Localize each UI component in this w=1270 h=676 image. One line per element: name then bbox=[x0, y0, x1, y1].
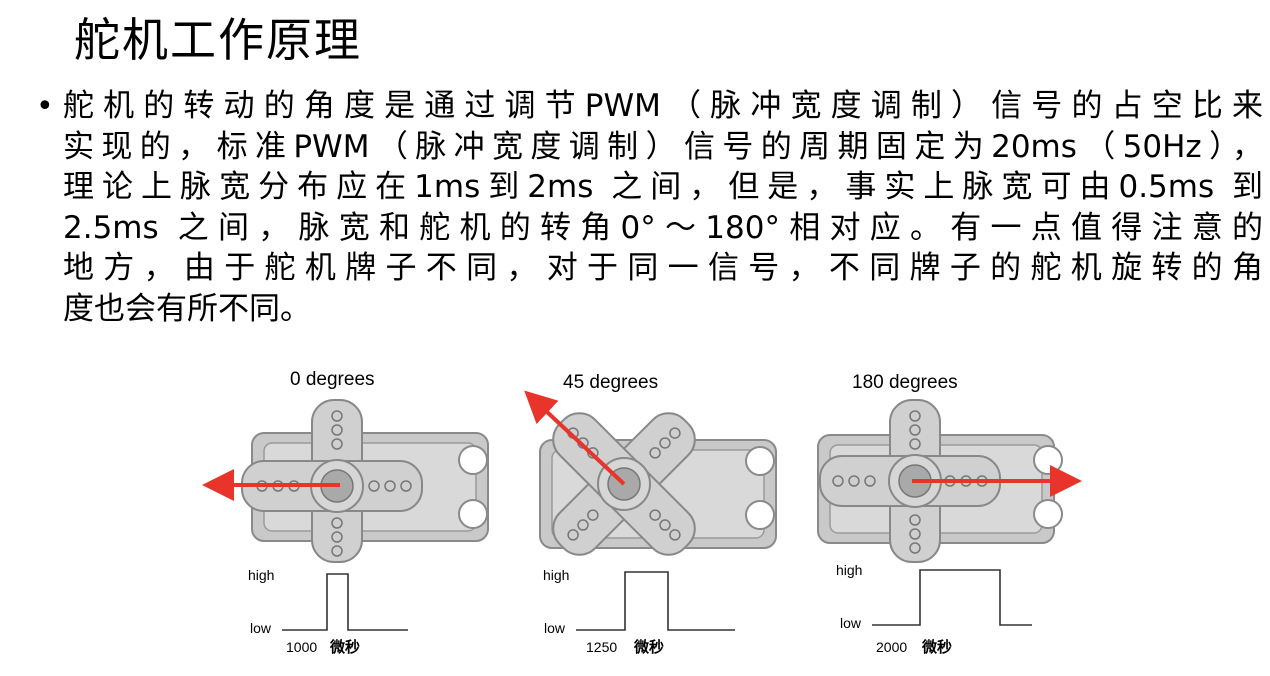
pwm-waveform: high low 1000 微秒 bbox=[248, 567, 408, 656]
pwm-waveform: high low 2000 微秒 bbox=[836, 562, 1032, 656]
bullet-line-6: 度也会有所不同。 bbox=[63, 290, 311, 327]
bullet-line-3: 理论上脉宽分布应在1ms到2ms 之间，但是，事实上脉宽可由0.5ms 到 bbox=[63, 169, 1263, 205]
servo-diagram: 0 degrees high bbox=[202, 369, 1082, 656]
svg-text:1250: 1250 bbox=[586, 639, 617, 655]
svg-text:1000: 1000 bbox=[286, 639, 317, 655]
bullet-line-1: 舵机的转动的角度是通过调节PWM（脉冲宽度调制）信号的占空比来 bbox=[63, 88, 1263, 124]
slide-title: 舵机工作原理 bbox=[74, 13, 362, 67]
svg-text:high: high bbox=[248, 567, 274, 583]
svg-text:high: high bbox=[543, 567, 569, 583]
bullet-line-4: 2.5ms 之间，脉宽和舵机的转角0°～180°相对应。有一点值得注意的 bbox=[63, 209, 1263, 246]
svg-text:low: low bbox=[544, 620, 566, 636]
bullet-marker: • bbox=[36, 89, 54, 124]
angle-label: 0 degrees bbox=[290, 369, 375, 390]
svg-text:low: low bbox=[250, 620, 272, 636]
servo-panel-0deg: 0 degrees high bbox=[202, 369, 489, 656]
svg-text:high: high bbox=[836, 562, 862, 578]
svg-text:low: low bbox=[840, 615, 862, 631]
svg-text:微秒: 微秒 bbox=[921, 638, 952, 656]
angle-label: 45 degrees bbox=[563, 372, 658, 393]
servo-panel-45deg: 45 degrees high bbox=[524, 372, 777, 656]
servo-horn-cross bbox=[241, 399, 423, 563]
direction-arrow bbox=[524, 390, 626, 486]
svg-text:微秒: 微秒 bbox=[329, 638, 360, 656]
svg-text:2000: 2000 bbox=[876, 639, 907, 655]
servo-pwm-figure: 0 degrees high bbox=[190, 360, 1090, 669]
angle-label: 180 degrees bbox=[852, 372, 958, 393]
pwm-waveform: high low 1250 微秒 bbox=[543, 567, 735, 656]
servo-panel-180deg: 180 degrees high bbox=[817, 372, 1082, 656]
bullet-line-5: 地方，由于舵机牌子不同，对于同一信号，不同牌子的舵机旋转的角 bbox=[63, 250, 1263, 286]
bullet-line-2: 实现的，标准PWM（脉冲宽度调制）信号的周期固定为20ms（50Hz）， bbox=[63, 128, 1263, 165]
svg-text:微秒: 微秒 bbox=[633, 638, 664, 656]
bullet-paragraph: 舵机的转动的角度是通过调节PWM（脉冲宽度调制）信号的占空比来 实现的，标准PW… bbox=[63, 86, 1263, 329]
